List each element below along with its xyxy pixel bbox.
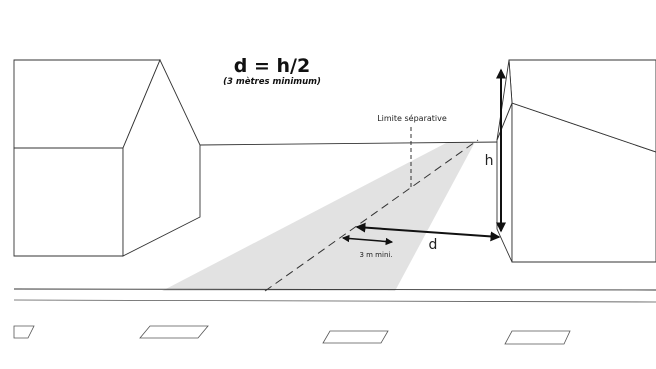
road-edge-near <box>13 288 656 291</box>
setback-zone-shading <box>162 142 475 291</box>
distance-label: d <box>429 237 438 253</box>
height-label: h <box>485 153 494 169</box>
minimum-distance-arrow <box>341 234 394 246</box>
left-house <box>13 58 201 257</box>
minimum-distance-label: 3 m mini. <box>359 251 392 259</box>
road-markings <box>13 325 571 345</box>
separation-limit-line <box>264 139 479 292</box>
limite-separative-label: Limite séparative <box>377 113 447 123</box>
road-edge-far <box>13 299 656 303</box>
right-house <box>496 59 656 263</box>
distance-arrow <box>355 222 501 242</box>
formula-title: d = h/2 <box>234 55 310 77</box>
formula-subtitle: (3 mètres minimum) <box>223 76 321 87</box>
horizon-line <box>199 141 501 146</box>
